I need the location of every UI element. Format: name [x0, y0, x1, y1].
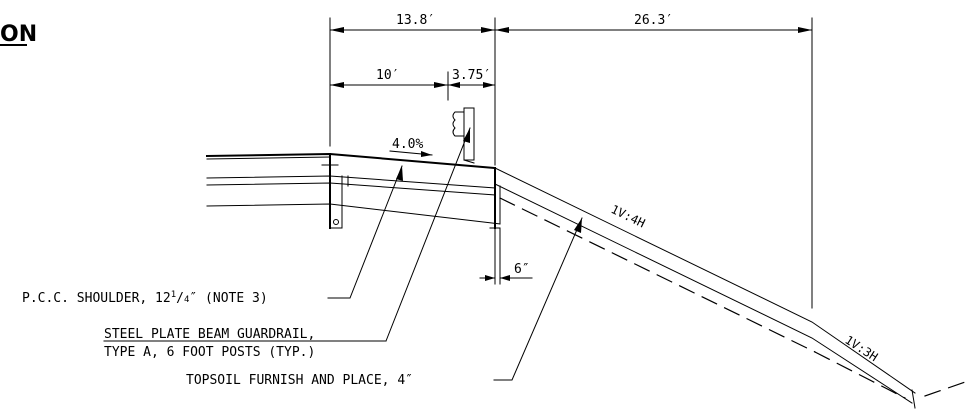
section-heading: ON [0, 22, 37, 47]
callout-topsoil: TOPSOIL FURNISH AND PLACE, 4″ [186, 217, 583, 388]
callout-pcc-shoulder: P.C.C. SHOULDER, 121/4″ (NOTE 3) [22, 165, 403, 306]
topsoil-line [499, 197, 816, 353]
cross-slope-label: 4.0% [392, 137, 423, 152]
dimension-label-10: 10′ [376, 68, 399, 83]
dimension-label-3-75: 3.75′ [452, 68, 491, 83]
dimension-10: 10′ [329, 68, 449, 88]
callout-topsoil-text: TOPSOIL FURNISH AND PLACE, 4″ [186, 373, 413, 388]
dimension-3-75: 3.75′ [447, 68, 496, 88]
embankment-slope [494, 167, 916, 409]
cross-slope-annotation: 4.0% [389, 137, 433, 157]
dimension-label-26-3: 26.3′ [634, 13, 673, 28]
callout-guardrail-line1: STEEL PLATE BEAM GUARDRAIL, [104, 327, 315, 342]
callout-guardrail-line2: TYPE A, 6 FOOT POSTS (TYP.) [104, 345, 315, 360]
guardrail-post [452, 107, 475, 164]
topsoil-line-lower [814, 351, 906, 399]
ground-continuation [924, 379, 971, 397]
dimension-26-3: 26.3′ [494, 13, 813, 33]
slope-label-lower: 1V:3H [842, 333, 880, 364]
callout-guardrail: STEEL PLATE BEAM GUARDRAIL, TYPE A, 6 FO… [103, 127, 471, 360]
dimension-label-6-inch: 6″ [514, 262, 530, 277]
dimension-13-8: 13.8′ [329, 13, 496, 33]
dimension-label-13-8: 13.8′ [396, 13, 435, 28]
pcc-shoulder-slab [321, 153, 501, 229]
dimension-6-inch: 6″ [479, 227, 533, 285]
callout-pcc-shoulder-text: P.C.C. SHOULDER, 121/4″ (NOTE 3) [22, 290, 268, 306]
